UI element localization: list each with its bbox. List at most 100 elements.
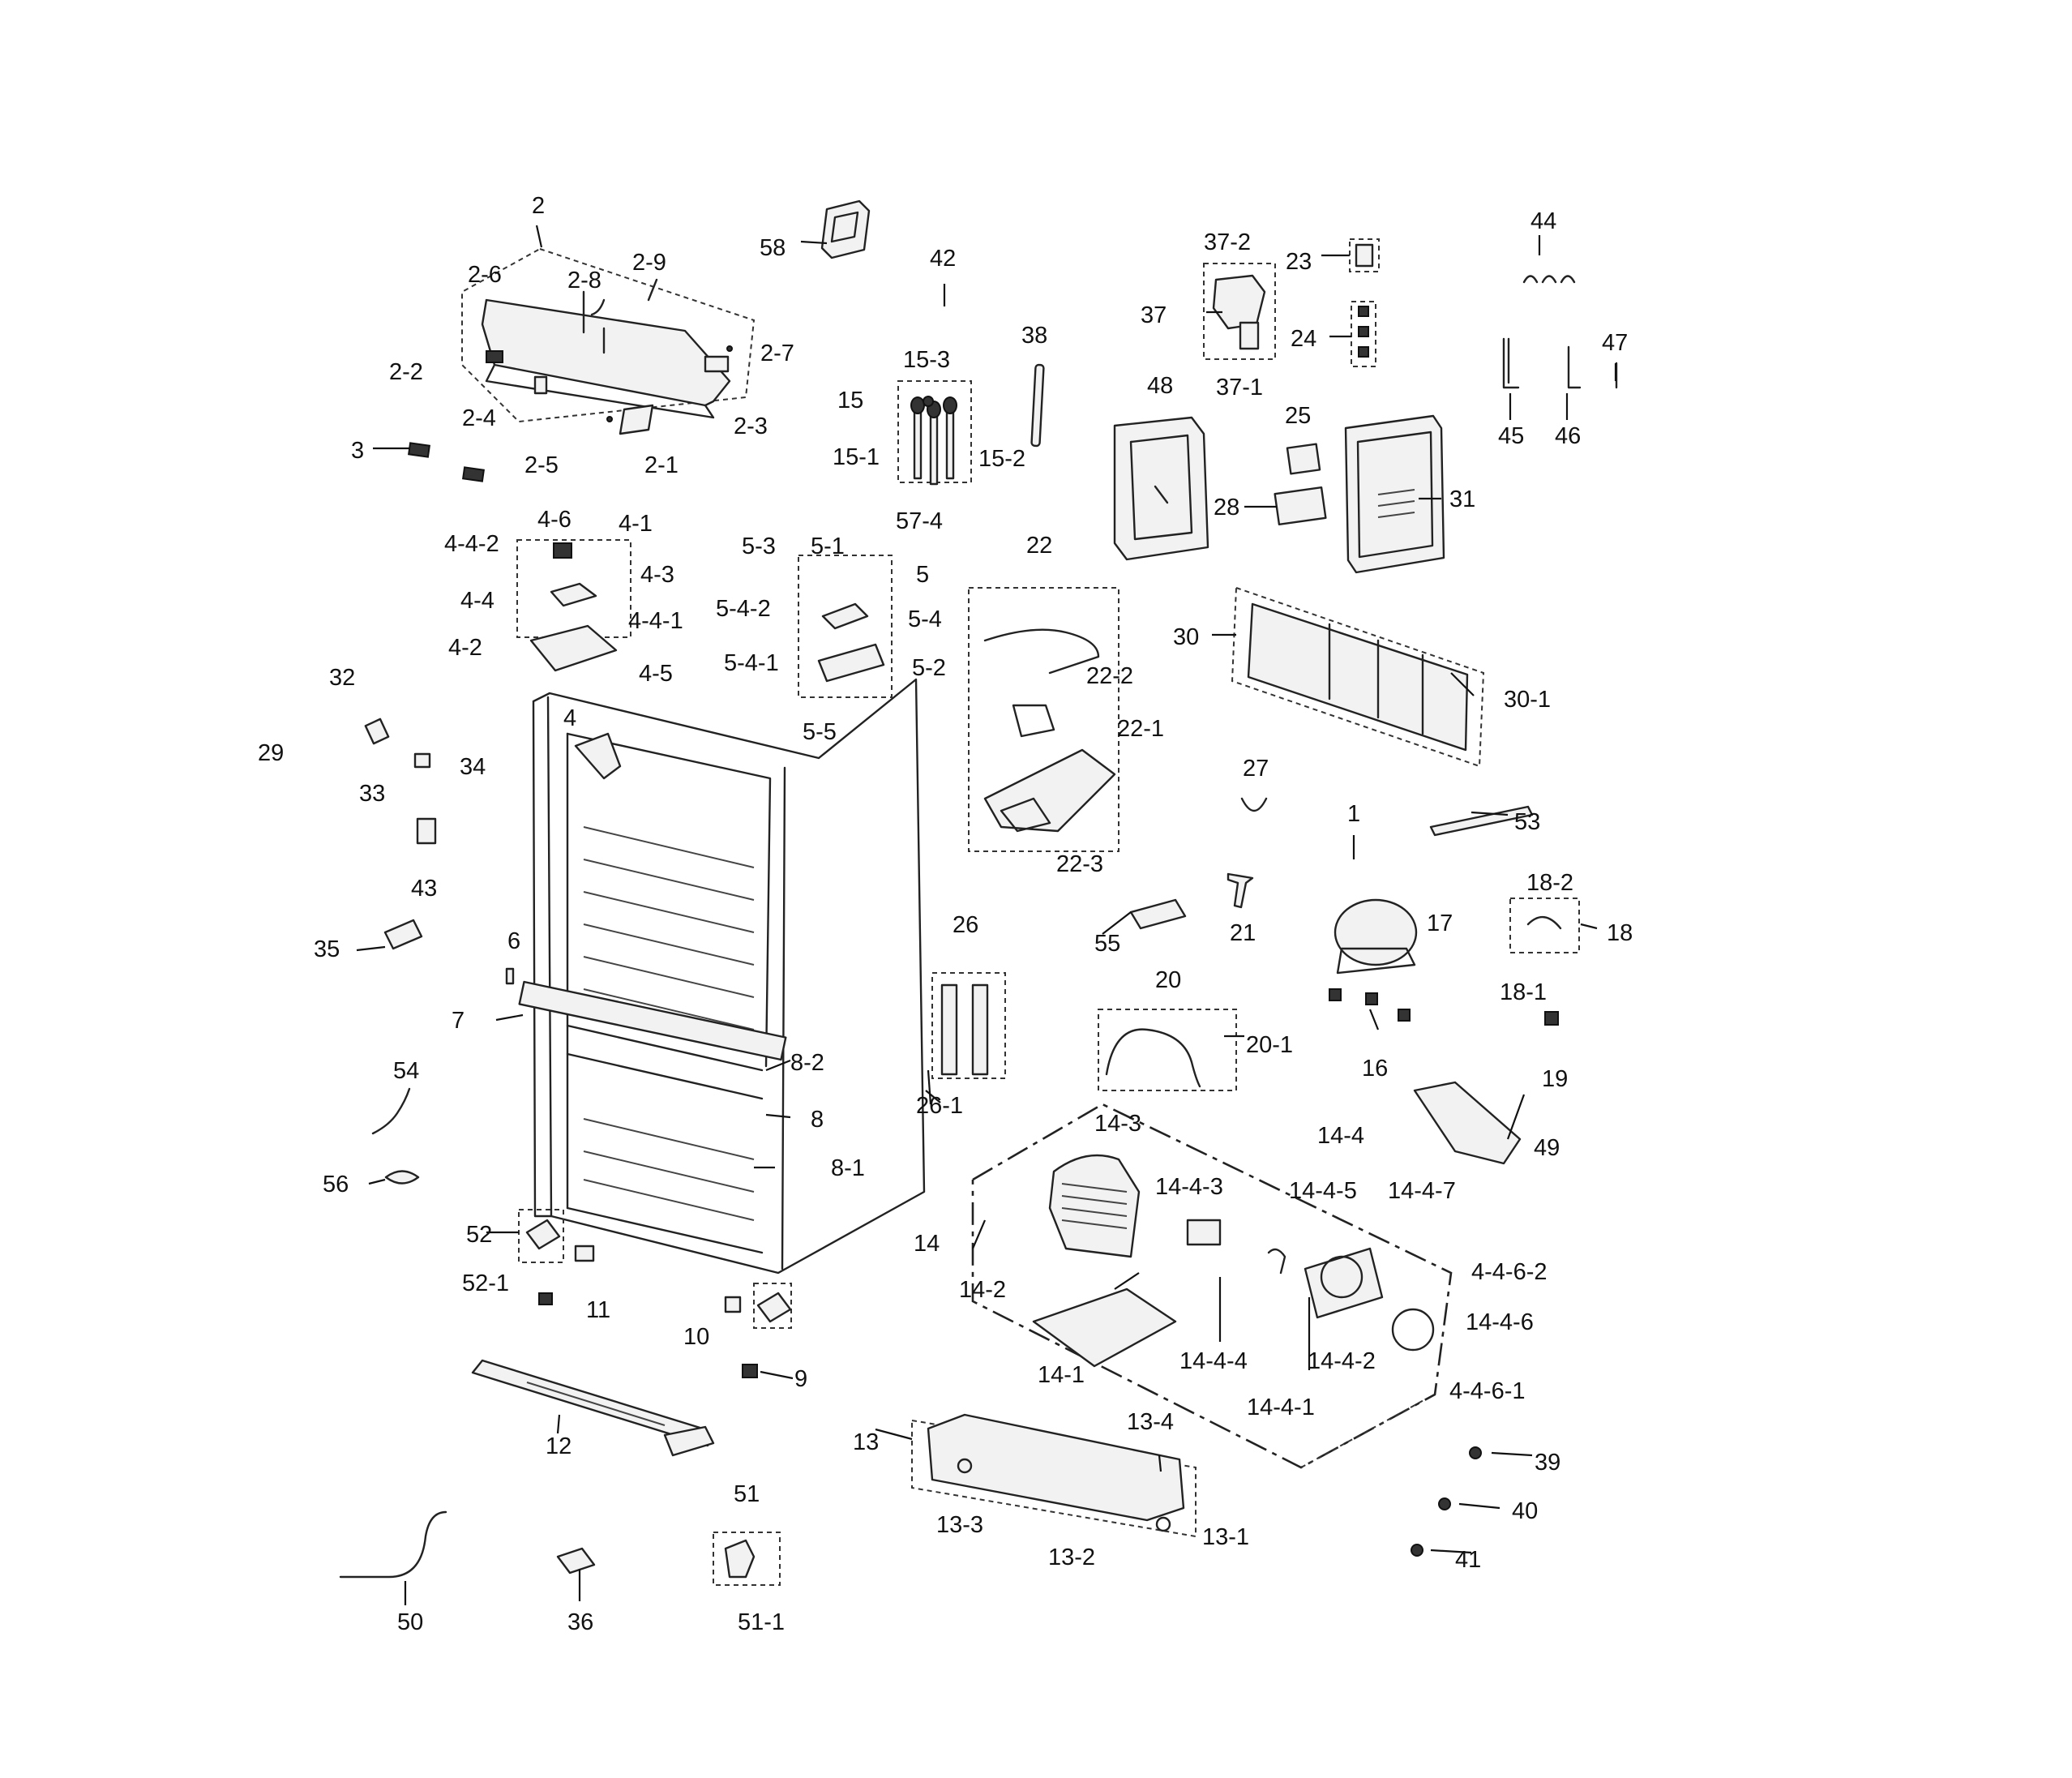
- label-2-1: 2-1: [644, 452, 679, 478]
- hinge-5-group: [798, 555, 893, 698]
- label-31: 31: [1449, 486, 1475, 512]
- label-35: 35: [314, 936, 340, 962]
- top-cover-assembly: [461, 247, 756, 435]
- label-20: 20: [1155, 967, 1181, 993]
- label-18: 18: [1607, 920, 1633, 946]
- callout-labels: 2 2-6 2-8 2-9 2-7 2-2 2-4 2-3 2-5 2-1 3 …: [258, 193, 1633, 1635]
- part-48-panel: [1113, 416, 1209, 561]
- label-14-4-6: 14-4-6: [1466, 1309, 1534, 1335]
- label-13-3: 13-3: [936, 1512, 983, 1538]
- label-2-5: 2-5: [524, 452, 559, 478]
- label-14-3: 14-3: [1094, 1111, 1141, 1137]
- label-4-4-1: 4-4-1: [628, 608, 683, 634]
- leveling-parts: [518, 1209, 792, 1378]
- label-26: 26: [953, 912, 978, 938]
- label-22-2: 22-2: [1086, 663, 1133, 689]
- label-29: 29: [258, 740, 284, 766]
- label-39: 39: [1535, 1450, 1560, 1476]
- label-28: 28: [1214, 495, 1239, 521]
- label-41: 41: [1455, 1547, 1481, 1573]
- label-4-4-6-1: 4-4-6-1: [1449, 1378, 1526, 1404]
- label-55: 55: [1094, 931, 1120, 957]
- label-36: 36: [567, 1609, 593, 1635]
- label-37-1: 37-1: [1216, 375, 1263, 401]
- label-18-2: 18-2: [1526, 870, 1573, 896]
- label-5-5: 5-5: [803, 719, 837, 745]
- base-plate: [911, 1413, 1197, 1538]
- label-14-4: 14-4: [1317, 1123, 1364, 1149]
- label-10: 10: [683, 1324, 709, 1350]
- label-4-4-2: 4-4-2: [444, 531, 499, 557]
- label-13-4: 13-4: [1127, 1409, 1174, 1435]
- part-22-assembly: [968, 587, 1119, 852]
- label-6: 6: [507, 928, 520, 954]
- label-5-1: 5-1: [811, 533, 845, 559]
- label-14-4-5: 14-4-5: [1289, 1178, 1357, 1204]
- label-11: 11: [586, 1297, 610, 1323]
- compressor: [1329, 898, 1418, 1022]
- label-15-3: 15-3: [903, 347, 950, 373]
- part-49: [1413, 1081, 1522, 1165]
- part-18: [1509, 898, 1580, 953]
- part-54: [371, 1087, 411, 1135]
- label-4: 4: [563, 705, 576, 731]
- label-43: 43: [411, 876, 437, 902]
- left-small-parts: [364, 718, 515, 985]
- label-4-4: 4-4: [460, 588, 494, 614]
- label-2: 2: [532, 193, 545, 219]
- label-22: 22: [1026, 533, 1052, 559]
- refrigerator-cabinet: [518, 678, 926, 1275]
- label-15-2: 15-2: [978, 446, 1025, 472]
- label-4-2: 4-2: [448, 635, 482, 661]
- label-5-4: 5-4: [908, 606, 942, 632]
- label-14-4-1: 14-4-1: [1247, 1395, 1315, 1420]
- part-58-badge: [820, 199, 871, 259]
- label-32: 32: [329, 665, 355, 691]
- label-14-4-3: 14-4-3: [1155, 1174, 1223, 1200]
- part-50: [339, 1510, 447, 1579]
- label-14-2: 14-2: [959, 1277, 1006, 1303]
- label-20-1: 20-1: [1246, 1032, 1293, 1058]
- label-30: 30: [1173, 624, 1199, 650]
- label-46: 46: [1555, 423, 1581, 449]
- label-56: 56: [323, 1172, 349, 1197]
- label-48: 48: [1147, 373, 1173, 399]
- label-3: 3: [351, 438, 364, 464]
- label-2-9: 2-9: [632, 250, 666, 276]
- base-grille: [471, 1359, 715, 1457]
- label-45: 45: [1498, 423, 1524, 449]
- label-4-1: 4-1: [619, 511, 653, 537]
- label-27: 27: [1243, 756, 1269, 782]
- label-49: 49: [1534, 1135, 1560, 1161]
- label-42: 42: [930, 246, 956, 272]
- part-30-cover: [1231, 586, 1485, 768]
- label-2-8: 2-8: [567, 268, 601, 293]
- label-24: 24: [1291, 326, 1316, 352]
- part-19: [1544, 1011, 1559, 1026]
- label-58: 58: [760, 235, 786, 261]
- label-7: 7: [452, 1008, 464, 1034]
- hinge-4-group: [516, 539, 631, 672]
- label-34: 34: [460, 754, 486, 780]
- label-40: 40: [1512, 1498, 1538, 1524]
- part-28: [1274, 486, 1327, 526]
- label-57-4: 57-4: [896, 508, 943, 534]
- label-14-4-2: 14-4-2: [1308, 1348, 1376, 1374]
- label-22-3: 22-3: [1056, 851, 1103, 877]
- label-8-1: 8-1: [831, 1155, 865, 1181]
- water-valve: [1203, 263, 1276, 360]
- part-31-panel: [1344, 414, 1445, 574]
- part-25: [1286, 443, 1321, 475]
- label-2-2: 2-2: [389, 359, 423, 385]
- part-27: [1240, 797, 1268, 812]
- label-37: 37: [1141, 302, 1167, 328]
- label-13-2: 13-2: [1048, 1545, 1095, 1570]
- label-23: 23: [1286, 249, 1312, 275]
- label-5-4-2: 5-4-2: [716, 596, 771, 622]
- label-13: 13: [853, 1429, 879, 1455]
- label-15-1: 15-1: [833, 444, 880, 470]
- label-14-4-7: 14-4-7: [1388, 1178, 1456, 1204]
- label-54: 54: [393, 1058, 419, 1084]
- label-14-1: 14-1: [1038, 1362, 1085, 1388]
